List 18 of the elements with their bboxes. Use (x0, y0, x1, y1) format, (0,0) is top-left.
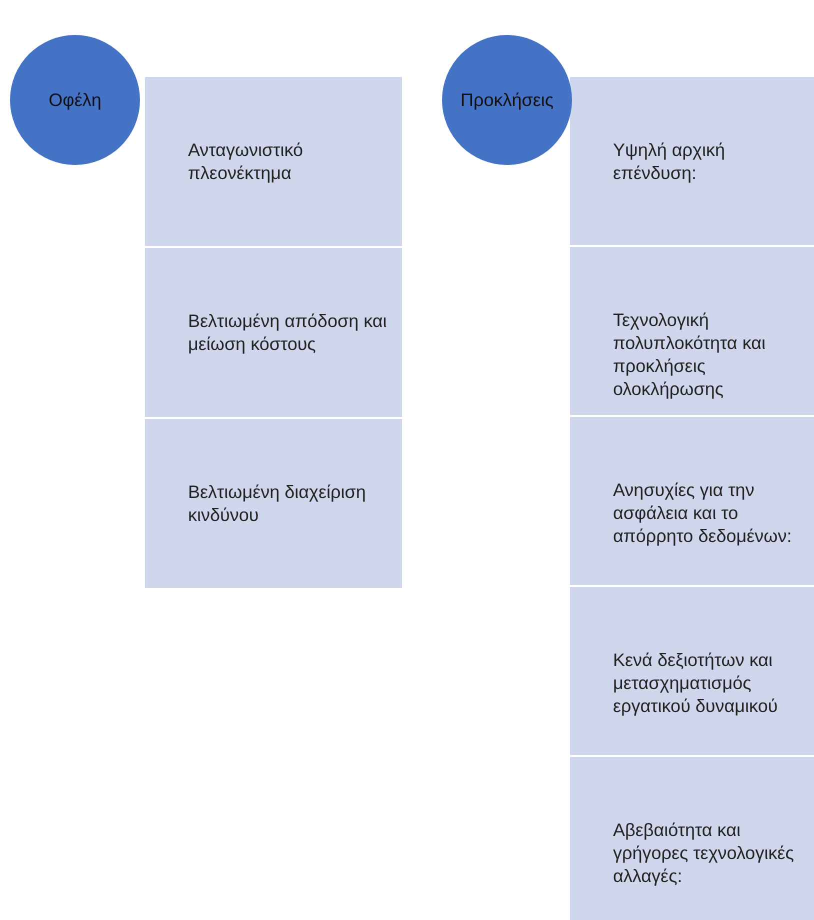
item-text: Κενά δεξιοτήτων και μετασχηματισμός εργατικού δυναμικού (613, 649, 779, 718)
list-item-panel (145, 248, 402, 417)
list-item-panel (570, 587, 814, 755)
item-text: Υψηλή αρχική επένδυση: (613, 139, 726, 185)
item-text: Τεχνολογική πολυπλοκότητα και προκλήσεις ολοκλήρωσης (613, 309, 767, 401)
item-text: Ανησυχίες για την ασφάλεια και το απόρρητο δεδομένων: (613, 479, 793, 548)
list-item-panel (570, 247, 814, 415)
list-item-panel (570, 757, 814, 920)
item-text: Βελτιωμένη απόδοση και μείωση κόστους (188, 310, 388, 356)
heading-text: Προκλήσεις (460, 90, 554, 110)
heading-text: Οφέλη (48, 90, 102, 110)
item-text: Βελτιωμένη διαχείριση κινδύνου (188, 481, 367, 527)
list-item-panel (570, 417, 814, 585)
list-item-panel (570, 77, 814, 245)
list-item-panel (145, 419, 402, 588)
item-text: Ανταγωνιστικό πλεονέκτημα (188, 139, 304, 185)
list-item-panel (145, 77, 402, 246)
item-text: Αβεβαιότητα και γρήγορες τεχνολογικές αλλαγές: (613, 819, 795, 888)
